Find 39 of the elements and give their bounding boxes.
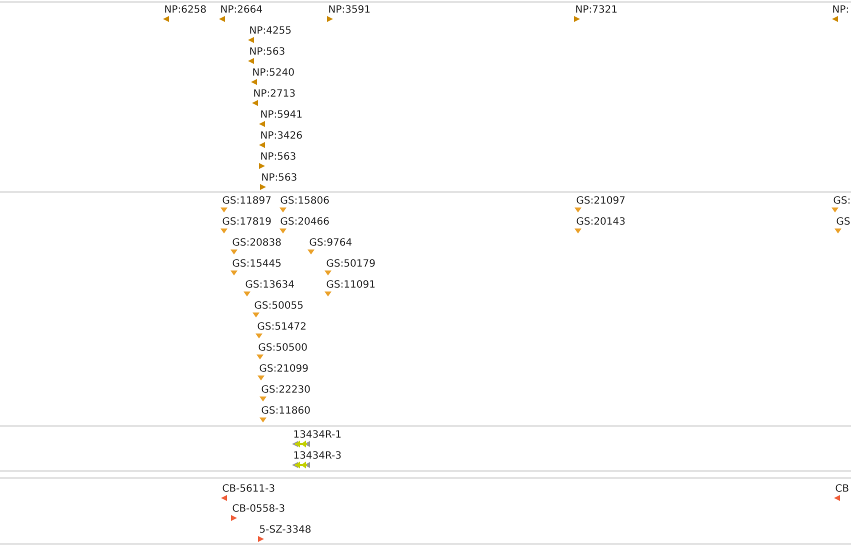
feature-label: GS:50500	[258, 343, 307, 351]
feature-label: GS:15806	[280, 196, 329, 204]
feature-label: GS:20466	[280, 217, 329, 225]
feature-label: GS:11091	[326, 280, 375, 288]
feature-label: NP:3426	[261, 131, 302, 139]
feature-label: NP:4255	[250, 26, 291, 34]
feature-label: NP:2664	[221, 5, 262, 13]
feature-label: GS:50179	[326, 259, 375, 267]
feature-label: GS:22230	[262, 385, 310, 393]
feature-label: GS	[836, 217, 850, 225]
feature-label: CB-5611-3	[222, 484, 274, 492]
feature-label: GS:	[834, 196, 850, 204]
feature-label: NP:5941	[261, 110, 302, 118]
feature-label: NP:5240	[253, 68, 294, 76]
feature-label: 5-SZ-3348	[260, 525, 311, 533]
feature-label: NP:7321	[576, 5, 617, 13]
feature-label: GS:11860	[262, 406, 310, 414]
feature-label: 13434R-3	[294, 451, 341, 459]
feature-label: NP:	[833, 5, 848, 13]
feature-label: GS:20143	[576, 217, 625, 225]
feature-label: GS:11897	[222, 196, 271, 204]
feature-label: GS:50055	[254, 301, 303, 309]
feature-label: 13434R-1	[294, 430, 341, 438]
feature-label: NP:563	[262, 173, 296, 181]
feature-label: GS:9764	[310, 238, 352, 246]
feature-label: GS:51472	[258, 322, 306, 330]
feature-label: GS:15445	[232, 259, 281, 267]
feature-label: CB-0558-3	[232, 504, 284, 512]
feature-label: NP:563	[261, 152, 296, 160]
feature-label: GS:13634	[246, 280, 294, 288]
feature-label: NP:6258	[165, 5, 206, 13]
feature-label: NP:3591	[329, 5, 370, 13]
feature-label: GS:21099	[260, 364, 308, 372]
feature-label: GS:21097	[576, 196, 625, 204]
feature-label: CB	[836, 484, 848, 492]
feature-label: GS:20838	[232, 238, 281, 246]
feature-label: NP:563	[250, 47, 284, 55]
feature-label: GS:17819	[222, 217, 271, 225]
feature-label: NP:2713	[254, 89, 295, 97]
